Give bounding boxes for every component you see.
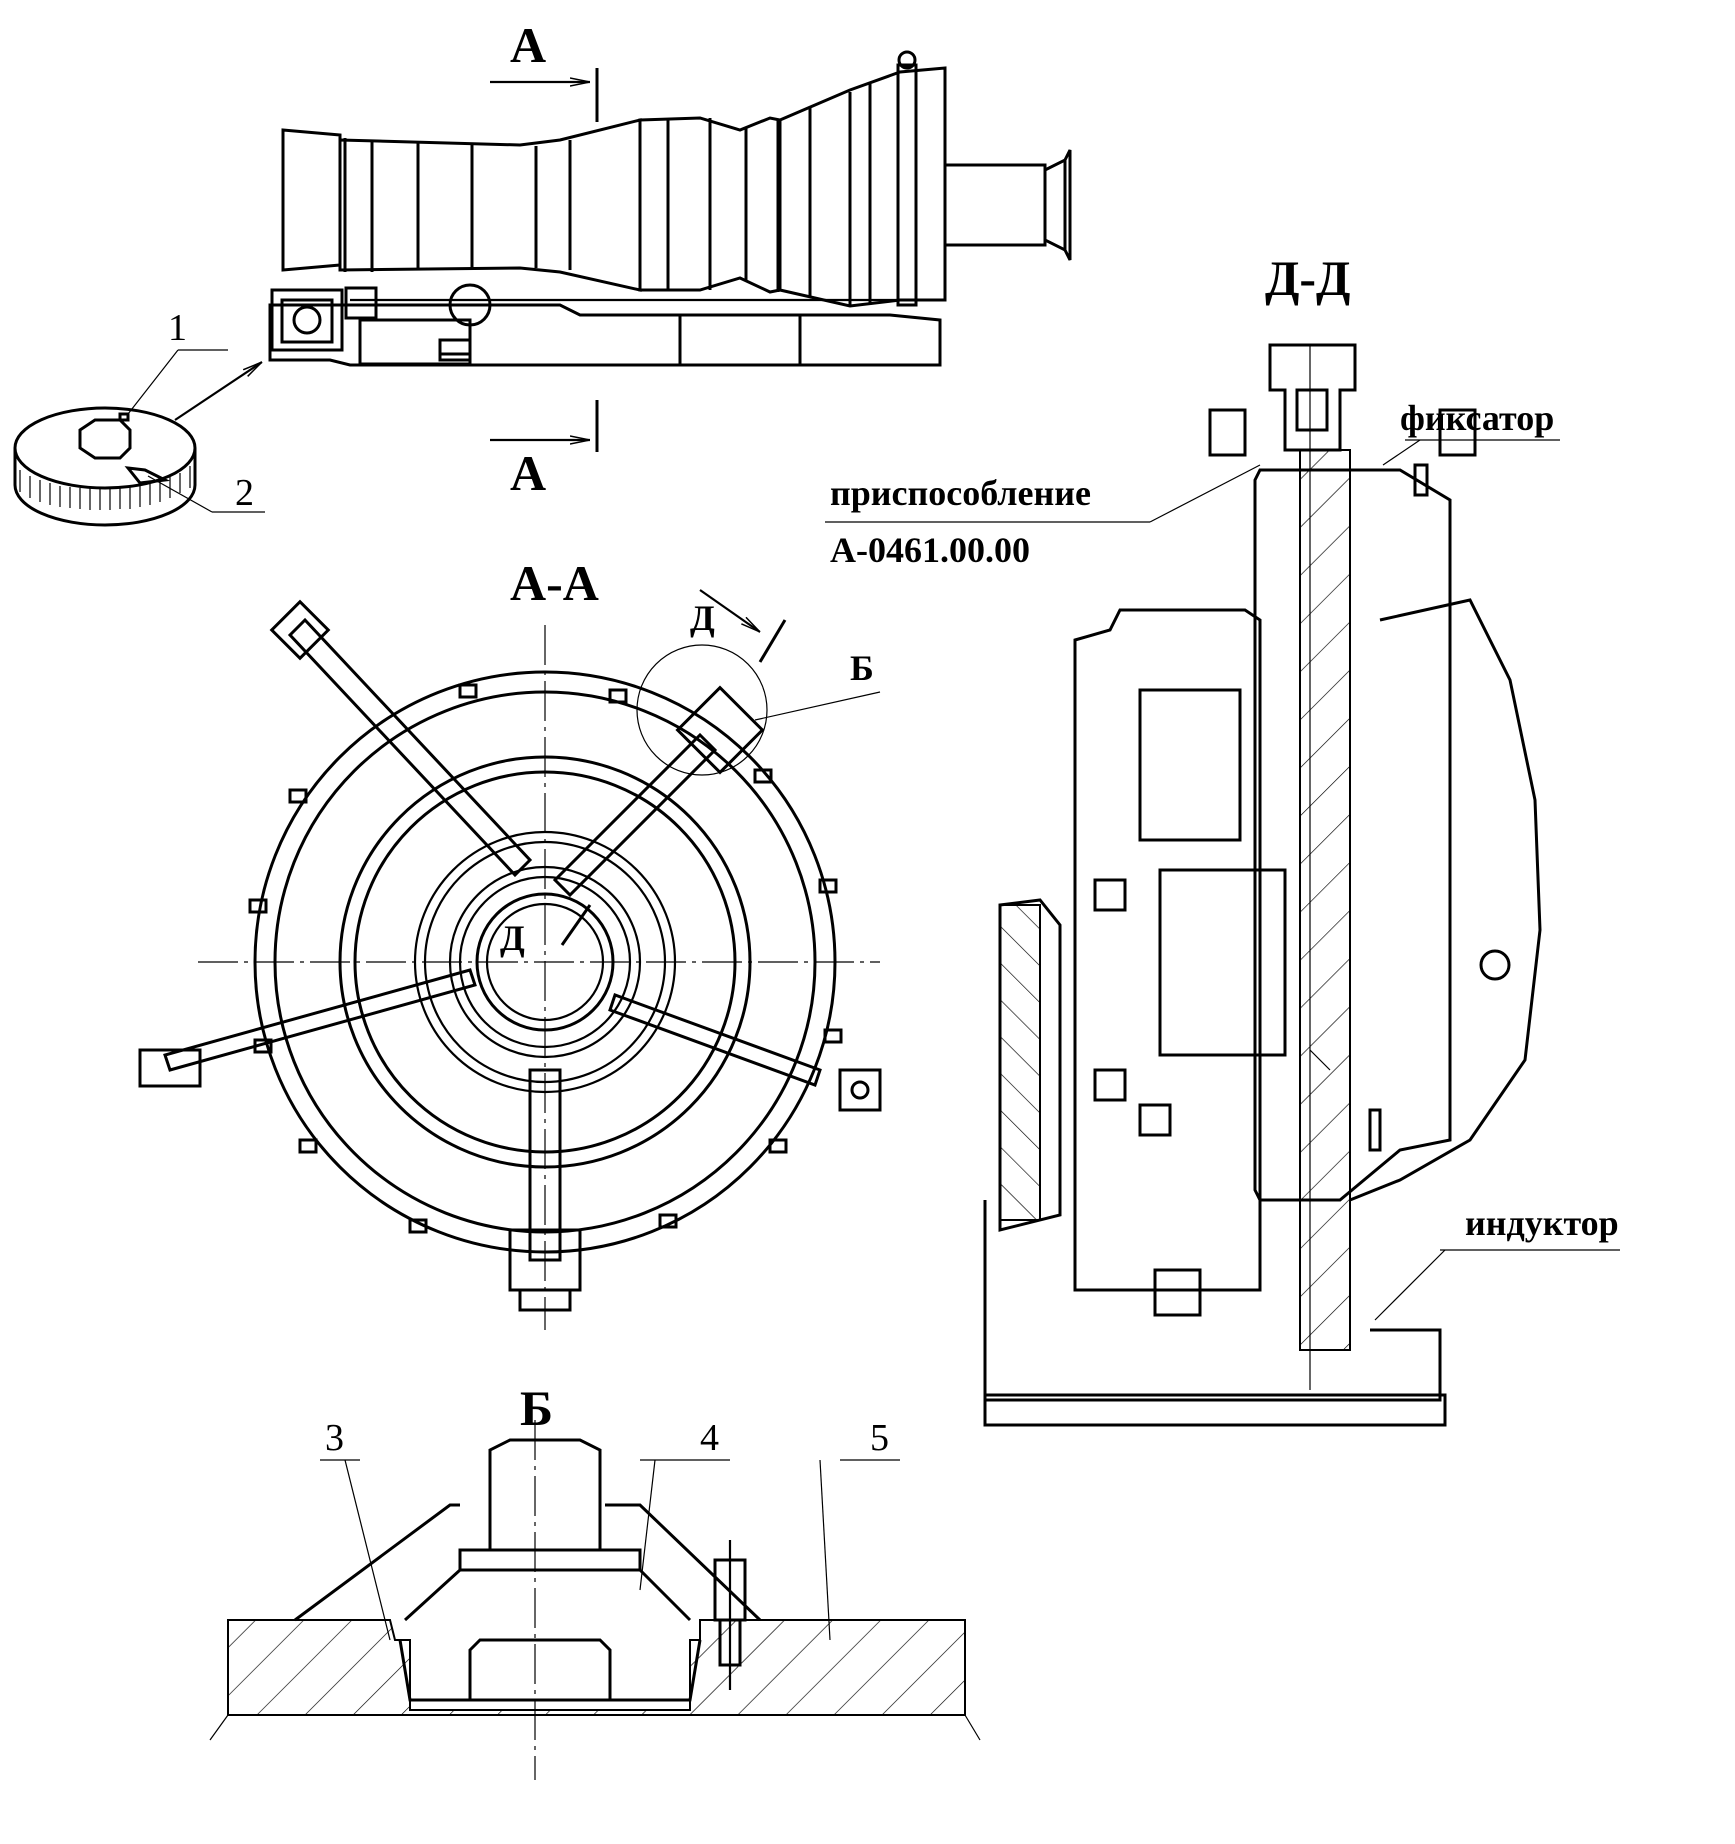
position-5-label: 5 <box>870 1417 889 1459</box>
section-a-a <box>138 589 882 1330</box>
cut-d-outer-label: Д <box>690 598 715 638</box>
fixture-code-label: А-0461.00.00 <box>830 530 1030 570</box>
position-4-label: 4 <box>700 1417 719 1459</box>
view-a-a-title: А-А <box>510 555 599 611</box>
section-d-d-title: Д-Д <box>1265 250 1350 306</box>
cut-d-inner-label: Д <box>500 918 525 958</box>
toothed-drum <box>13 349 265 527</box>
detail-b-callout-label: Б <box>850 648 874 688</box>
position-2-label: 2 <box>235 472 254 514</box>
fixture-name-label: приспособление <box>830 473 1091 513</box>
position-1-label: 1 <box>168 307 187 349</box>
latch-label: фиксатор <box>1400 398 1554 438</box>
detail-b <box>209 1420 981 1780</box>
section-a-bottom-label: А <box>510 445 546 501</box>
inductor-label: индуктор <box>1465 1203 1619 1243</box>
side-view <box>174 50 1072 452</box>
position-3-label: 3 <box>325 1417 344 1459</box>
section-d-d <box>825 343 1620 1427</box>
section-a-top-label: А <box>510 17 546 73</box>
detail-b-title: Б <box>520 1380 553 1436</box>
